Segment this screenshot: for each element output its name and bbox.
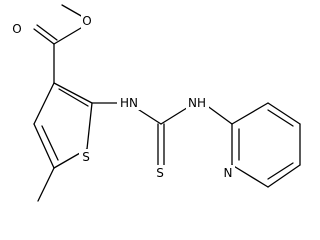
atom-label-carbonyl-oxygen: O <box>12 22 21 36</box>
bond-py-c5-c6-inner <box>267 162 294 180</box>
bond-c3-c2 <box>53 82 93 104</box>
bond-c2-s <box>86 102 93 150</box>
bond-py-c3-c4 <box>267 102 301 125</box>
bond-c5-methyl <box>37 167 55 202</box>
atom-label-pyridine-nitrogen: N <box>224 166 233 180</box>
atom-label-thione-sulfur: S <box>156 166 164 180</box>
bond-c4-c3 <box>33 82 55 125</box>
bond-c-thio-nh <box>160 105 191 125</box>
bond-py-c3-c4-inner <box>267 109 294 127</box>
bond-c3-c2-inner <box>58 88 89 107</box>
atom-label-amine-nitrogen-2: NH <box>188 96 206 110</box>
atom-labels: O O S HN S NH N <box>11 14 235 180</box>
bond-py-c6-n <box>231 164 269 188</box>
bond-c-o-double-a <box>33 28 55 45</box>
atom-label-amine-nitrogen-1: HN <box>120 96 138 110</box>
atom-label-ester-oxygen: O <box>82 14 91 28</box>
bond-c5-c4-inner <box>41 125 59 161</box>
bond-py-c5-c6 <box>267 164 301 188</box>
bond-c-o-double-b <box>36 24 58 41</box>
bond-nh-pyridine <box>205 104 233 125</box>
bond-methyl-o <box>61 4 84 18</box>
atom-label-ring-sulfur: S <box>82 150 90 164</box>
bond-c5-c4 <box>33 123 55 169</box>
chemical-structure-diagram: O O S HN S NH N <box>11 4 301 202</box>
bond-py-c2-c3 <box>231 102 269 125</box>
